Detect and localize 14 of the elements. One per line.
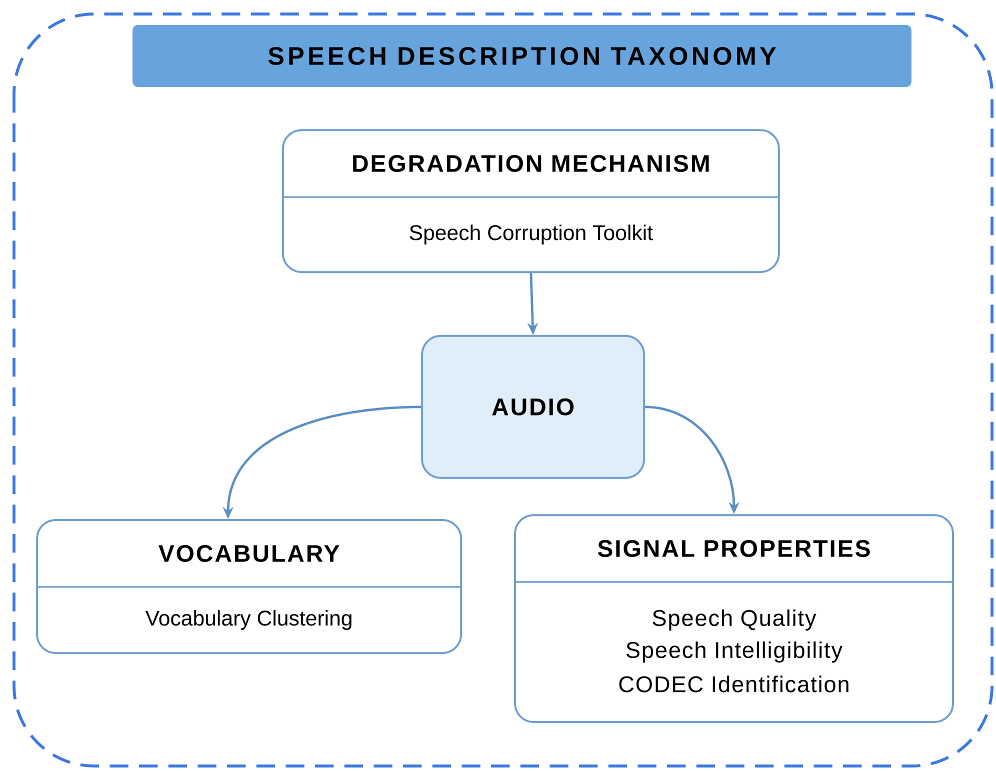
heading-text: VOCABULARY xyxy=(158,545,340,562)
process-box xyxy=(282,129,780,274)
title-band: SPEECH DESCRIPTION TAXONOMY xyxy=(132,25,912,88)
body-text: Speech Intelligibility xyxy=(626,641,842,663)
body-text: Speech Quality xyxy=(652,609,816,631)
heading-text: DEGRADATION MECHANISM xyxy=(353,155,709,172)
heading-text: SIGNAL PROPERTIES xyxy=(598,540,870,558)
process-box xyxy=(514,514,954,724)
body-text: CODEC Identification xyxy=(619,676,848,692)
heading-text: AUDIO xyxy=(492,398,574,416)
process-box xyxy=(421,334,646,479)
body-text: Speech Corruption Toolkit xyxy=(410,224,653,244)
body-text: Vocabulary Clustering xyxy=(145,610,352,630)
process-box xyxy=(36,519,462,654)
